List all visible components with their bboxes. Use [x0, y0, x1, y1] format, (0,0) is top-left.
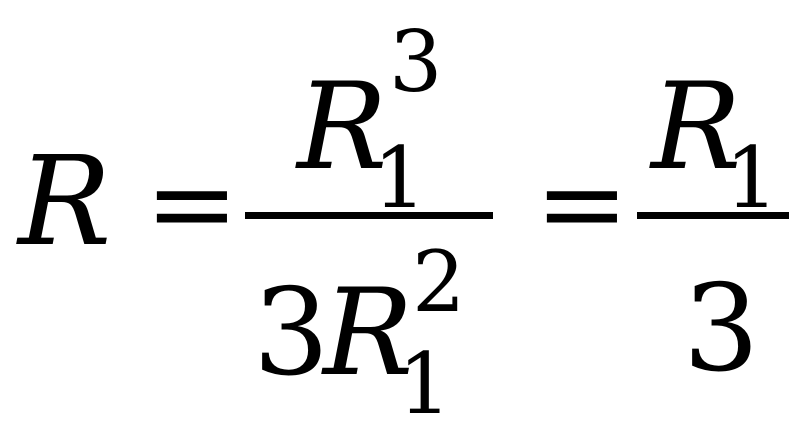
fraction-2-denominator: 3 — [683, 260, 760, 399]
equals-sign-1: = — [145, 139, 239, 269]
fraction-2-numerator-base: R — [651, 58, 742, 197]
fraction-1-numerator-superscript: 3 — [389, 13, 443, 111]
fraction-1-denominator-base: R — [323, 264, 414, 403]
fraction-1-denominator-superscript: 2 — [412, 233, 466, 331]
lhs-variable-r: R — [18, 130, 112, 274]
fraction-1-numerator-subscript: 1 — [373, 129, 427, 227]
fraction-1-denominator-coefficient: 3 — [253, 264, 330, 403]
fraction-2-numerator-subscript: 1 — [725, 129, 779, 227]
fraction-1-denominator-subscript: 1 — [398, 335, 452, 433]
equals-sign-2: = — [535, 139, 629, 269]
fraction-2-bar — [637, 212, 789, 219]
fraction-1-bar — [245, 212, 493, 219]
fraction-1: R 3 1 3 R 2 1 — [245, 20, 495, 426]
fraction-2: R 1 3 — [637, 58, 797, 390]
fraction-1-numerator-base: R — [297, 58, 388, 197]
